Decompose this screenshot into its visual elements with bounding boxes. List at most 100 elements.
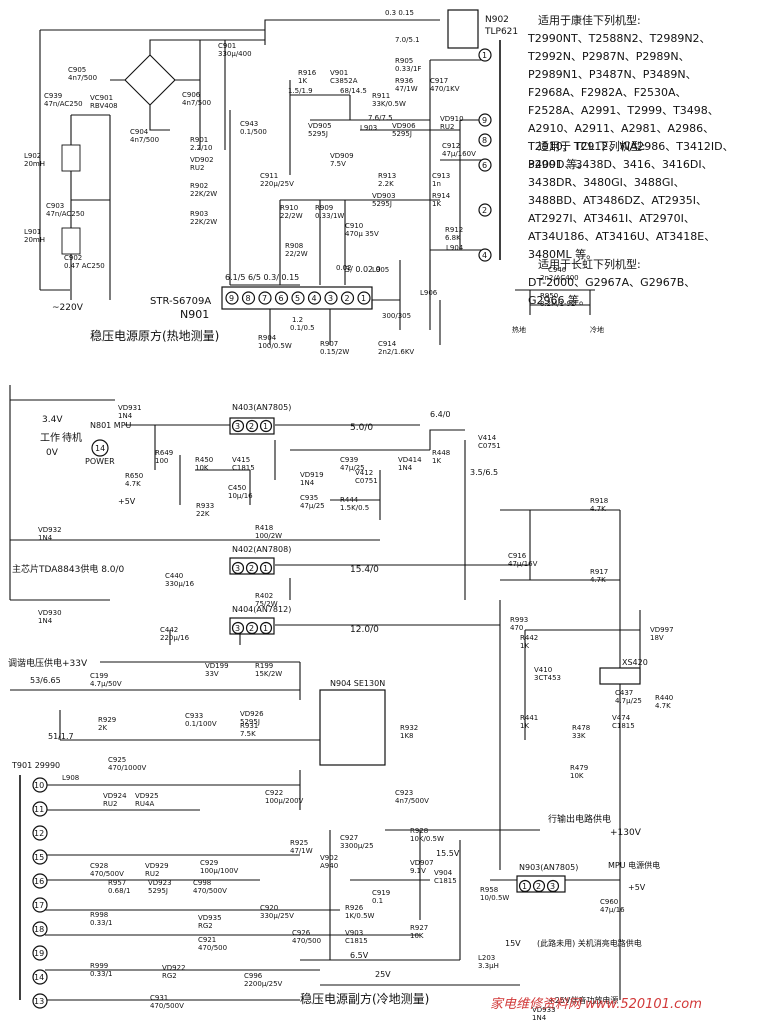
primary-title: 稳压电源原方(热地测量) — [90, 328, 219, 343]
label-pin14: 14 — [95, 444, 105, 453]
transformer-pin-label: 15 — [34, 853, 44, 862]
component-value: 470/1KV — [430, 85, 460, 93]
component-ref: C440 — [165, 572, 183, 580]
component-value: 1N4 — [118, 412, 133, 420]
note-line: 3480ML 等。 — [528, 247, 597, 261]
note-block: 适用于 TCL 下列机型:3409D、3438D、3416、3416DI、343… — [528, 139, 715, 261]
transformer-pin — [32, 777, 48, 793]
label-xs420: XS420 — [622, 658, 648, 667]
component-ref: C904 — [130, 128, 149, 136]
component-value: 0.47 AC250 — [64, 262, 105, 270]
component-ref: C199 — [90, 672, 108, 680]
ic-pin-6 — [274, 291, 289, 305]
component-ref: C996 — [244, 972, 263, 980]
component-ref: C437 — [615, 689, 633, 697]
component-ref: VD905 — [308, 122, 332, 130]
component-ref: R441 — [520, 714, 538, 722]
component-ref: R478 — [572, 724, 590, 732]
transformer-pin-label: 17 — [34, 901, 44, 910]
component-value: 47μ/16 — [600, 906, 625, 914]
aux-label: 冷地 — [590, 325, 604, 334]
note-line: 3409D、3438D、3416、3416DI、 — [528, 158, 713, 171]
component-value: 470/1000V — [108, 764, 147, 772]
transformer-pin-label: 11 — [34, 805, 44, 814]
label-standby: 待机 — [62, 431, 82, 444]
component-value: 470/500V — [150, 1002, 184, 1010]
mpu-pin-14 — [91, 439, 109, 457]
component-value: RBV408 — [90, 102, 118, 110]
component-value: 1N4 — [38, 617, 53, 625]
note-line: F2968A、F2982A、F2530A、 — [528, 86, 687, 99]
component-value: 1N4 — [38, 534, 53, 542]
component-ref: C905 — [68, 66, 86, 74]
component-value: 18V — [650, 634, 664, 642]
regulator-pin — [245, 561, 259, 575]
component-value: 1N4 — [532, 1014, 547, 1021]
regulator-pin-label: 1 — [263, 624, 268, 633]
ic-part-label: STR-S6709A — [150, 296, 211, 307]
transformer-pin — [32, 801, 48, 817]
component-value: 2K — [98, 724, 107, 732]
component-ref: R929 — [98, 716, 116, 724]
component-value: 1K — [298, 77, 307, 85]
component-value: 47/1W — [395, 85, 418, 93]
transformer-pin-label: 19 — [34, 949, 44, 958]
voltage-label: 1.2 — [292, 316, 303, 324]
ic-pin-label: 4 — [312, 294, 317, 303]
voltage-label: 0.02 — [336, 264, 352, 272]
component-ref: R912 — [445, 226, 463, 234]
component-ref: VD997 — [650, 626, 674, 634]
svg-text:4: 4 — [482, 251, 487, 260]
opto-v2: 7.0/5.1 — [395, 36, 420, 44]
component-ref: C931 — [150, 994, 168, 1002]
component-value: 470/500 — [198, 944, 227, 952]
component-ref: C926 — [292, 929, 311, 937]
svg-text:2: 2 — [482, 206, 487, 215]
ic-pin-4 — [307, 291, 322, 305]
component-ref: R444 — [340, 496, 359, 504]
regulator-pin-label: 2 — [536, 882, 541, 891]
regulator-vout: 12.0/0 — [350, 625, 379, 635]
label-0v: 0V — [46, 448, 59, 458]
component-value: 3CT453 — [534, 674, 561, 682]
regulator-pin-label: 2 — [249, 564, 254, 573]
regulator-name: N403(AN7805) — [232, 403, 291, 412]
component-value: 470μ 35V — [345, 230, 379, 238]
component-value: C3852A — [330, 77, 358, 85]
component-value: A940 — [320, 862, 338, 870]
aux-label: R950 — [540, 292, 558, 300]
label-v35: 3.5/6.5 — [470, 468, 498, 477]
component-ref: V904 — [434, 869, 453, 877]
regulator-pin-label: 2 — [249, 624, 254, 633]
label-v155: 15.5V — [436, 849, 460, 858]
ic-pin-label: 9 — [229, 294, 234, 303]
component-ref: V410 — [534, 666, 552, 674]
ic-pin-7 — [258, 291, 272, 305]
component-ref: R402 — [255, 592, 273, 600]
component-ref: C929 — [200, 859, 218, 867]
component-value: 5295J — [240, 718, 260, 726]
note-line: G2966 等。 — [528, 293, 590, 307]
component-value: 6.8K — [445, 234, 461, 242]
note-block: 适用于长虹下列机型:DT-2000、G2967A、G2967B、G2966 等。 — [528, 257, 695, 307]
component-ref: VD935 — [198, 914, 222, 922]
component-value: 4n7/500 — [182, 99, 211, 107]
component-ref: R907 — [320, 340, 338, 348]
regulator-pin-label: 3 — [235, 624, 240, 633]
component-value: 2200μ/25V — [244, 980, 283, 988]
component-ref: C928 — [90, 862, 108, 870]
component-value: 470/500 — [292, 937, 321, 945]
ic-pin-5 — [291, 291, 305, 305]
transformer-pin — [32, 969, 48, 985]
component-ref: R909 — [315, 204, 333, 212]
regulator-pin — [259, 561, 273, 575]
component-value: 100 — [155, 457, 168, 465]
label-plus5: +5V — [118, 497, 136, 506]
component-value: 330μ/16 — [165, 580, 195, 588]
component-ref: V903 — [345, 929, 363, 937]
ic-name-label: N901 — [180, 308, 209, 321]
xs420-box — [599, 667, 641, 685]
component-ref: C933 — [185, 712, 203, 720]
